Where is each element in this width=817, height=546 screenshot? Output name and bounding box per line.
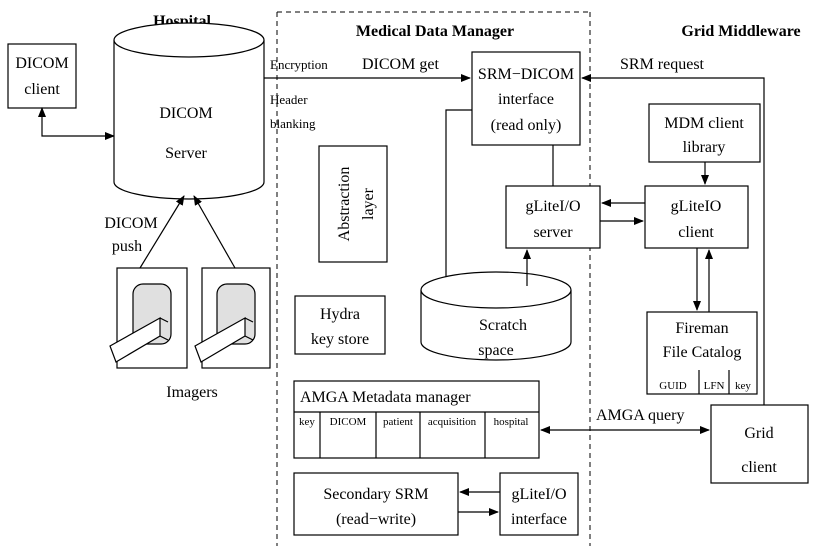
- srm-dicom-label-3: (read only): [491, 117, 562, 134]
- glite-server-label-1: gLiteI/O: [525, 198, 580, 215]
- dicom-push-label-1: DICOM: [104, 215, 157, 232]
- amga-col-key: key: [299, 416, 315, 428]
- grid-client-node: Grid client: [710, 404, 809, 484]
- srm-request-label: SRM request: [620, 56, 705, 73]
- abstraction-layer-node: Abstraction layer: [318, 145, 388, 263]
- grid-header: Grid Middleware: [681, 23, 800, 40]
- amga-col-acquisition: acquisition: [428, 416, 477, 428]
- mdm-client-label-2: library: [683, 139, 726, 156]
- glite-server-node: gLiteI/O server: [505, 185, 601, 249]
- amga-label: AMGA Metadata manager: [300, 389, 471, 406]
- header-blanking-label-1: Header: [270, 92, 308, 107]
- glite-client-label-2: client: [678, 224, 714, 241]
- dicom-server-label-1: DICOM: [159, 105, 212, 122]
- srm-request-edge: [581, 74, 768, 423]
- amga-query-label: AMGA query: [596, 407, 684, 424]
- header-blanking-label-2: blanking: [270, 116, 316, 131]
- encryption-label: Encryption: [270, 57, 328, 72]
- amga-col-dicom: DICOM: [330, 416, 367, 428]
- srm-to-scratch-edge: [442, 109, 472, 293]
- scratch-space-node: Scratch space: [420, 271, 572, 361]
- grid-client-label-1: Grid: [744, 425, 773, 442]
- scratch-label-1: Scratch: [479, 317, 527, 334]
- mdm-header: Medical Data Manager: [356, 23, 514, 40]
- dicom-server-node: DICOM Server: [113, 22, 265, 200]
- hydra-label-1: Hydra: [320, 306, 360, 323]
- amga-col-hospital: hospital: [494, 416, 529, 428]
- fireman-label-2: File Catalog: [663, 344, 742, 361]
- mdm-client-library-node: MDM client library: [648, 103, 761, 163]
- dicom-server-label-2: Server: [165, 145, 207, 162]
- glite-interface-label-2: interface: [511, 511, 567, 528]
- imager-1-icon: [109, 267, 188, 369]
- glite-client-label-1: gLiteIO: [671, 198, 722, 215]
- glite-interface-label-1: gLiteI/O: [511, 486, 566, 503]
- srm-dicom-node: SRM−DICOM interface (read only): [471, 51, 581, 146]
- dicom-get-label: DICOM get: [362, 56, 439, 73]
- secondary-srm-label-2: (read−write): [336, 511, 416, 528]
- imager-2-icon: [194, 267, 271, 369]
- imager2-push-edge: [193, 195, 236, 269]
- secondary-srm-node: Secondary SRM (read−write): [293, 472, 459, 536]
- imager1-push-edge: [139, 195, 185, 269]
- hydra-key-store-node: Hydra key store: [294, 295, 386, 355]
- glite-server-label-2: server: [533, 224, 573, 241]
- imagers-label: Imagers: [166, 384, 218, 401]
- mdm-client-label-1: MDM client: [664, 115, 744, 132]
- hydra-label-2: key store: [311, 331, 369, 348]
- fireman-label-1: Fireman: [675, 320, 728, 337]
- scratch-label-2: space: [478, 342, 514, 359]
- dicom-client-node: DICOM client: [7, 43, 77, 109]
- srm-dicom-label-1: SRM−DICOM: [478, 66, 574, 83]
- fireman-col-guid: GUID: [659, 380, 687, 392]
- srm-dicom-label-2: interface: [498, 91, 554, 108]
- dicom-client-label-2: client: [24, 81, 60, 98]
- secondary-srm-label-1: Secondary SRM: [323, 486, 428, 503]
- amga-col-patient: patient: [383, 416, 413, 428]
- abstraction-label-1: Abstraction: [336, 167, 353, 242]
- grid-client-label-2: client: [741, 459, 777, 476]
- amga-metadata-node: AMGA Metadata manager key DICOM patient …: [293, 380, 540, 459]
- glite-client-node: gLiteIO client: [644, 185, 749, 249]
- client-server-edge: [38, 107, 115, 140]
- abstraction-label-2: layer: [360, 187, 377, 220]
- fireman-col-key: key: [735, 380, 751, 392]
- dicom-push-label-2: push: [112, 238, 142, 255]
- fireman-col-lfn: LFN: [704, 380, 725, 392]
- glite-interface-node: gLiteI/O interface: [499, 472, 579, 536]
- fireman-catalog-node: Fireman File Catalog GUID LFN key: [646, 311, 758, 395]
- dicom-client-label-1: DICOM: [15, 55, 68, 72]
